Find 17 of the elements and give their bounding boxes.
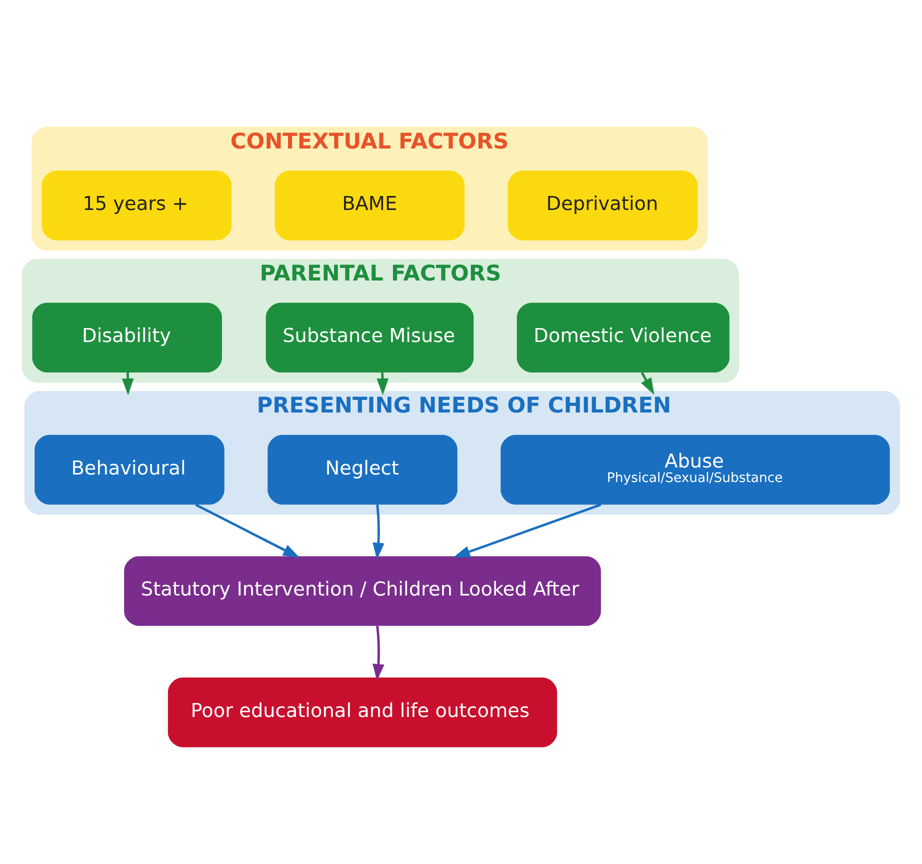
node-box: Disability (32, 302, 222, 372)
arrow (122, 372, 134, 395)
node-box: Statutory Intervention / Children Looked After (124, 556, 601, 626)
arrow (195, 503, 300, 558)
arrow (640, 371, 654, 394)
node-box: Substance Misuse (266, 302, 474, 372)
node-box: Behavioural (34, 434, 224, 504)
node-box: Poor educational and life outcomes (168, 677, 558, 747)
arrow (372, 504, 384, 560)
arrow (453, 503, 602, 557)
node-box: Neglect (268, 434, 458, 504)
node-box: Deprivation (508, 170, 698, 240)
node-box: BAME (274, 170, 465, 240)
node-box: Domestic Violence (516, 302, 730, 372)
arrow (372, 625, 384, 680)
node-box: 15 years + (42, 170, 232, 240)
node-box: Abuse Physical/Sexual/Substance (500, 434, 890, 504)
